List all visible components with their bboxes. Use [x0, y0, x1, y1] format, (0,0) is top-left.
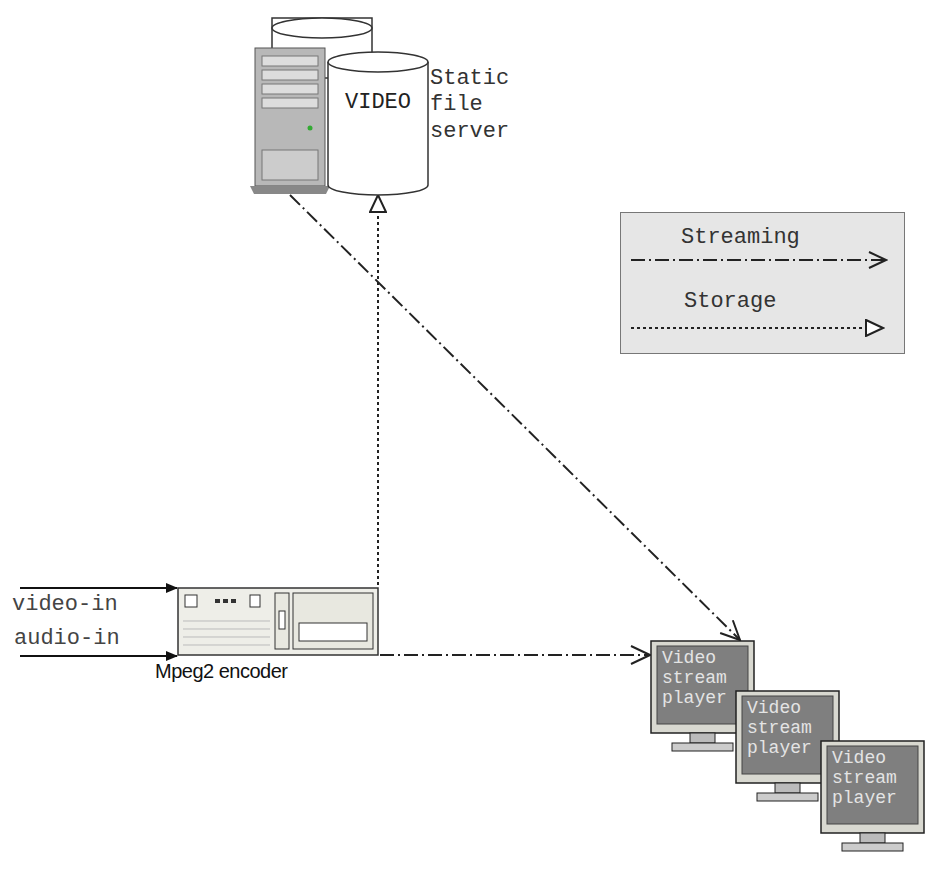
video-in-wire — [20, 587, 177, 589]
storage-label: VIDEO — [328, 90, 428, 115]
stream-player: Video stream player — [820, 740, 925, 852]
storage-sample — [631, 327, 883, 329]
file-server: VIDEOStatic file server — [250, 10, 565, 195]
encoder-device: Mpeg2 encoder — [175, 585, 380, 685]
storage-arrow — [377, 195, 379, 585]
signal-name: video-in — [12, 592, 118, 617]
screen-text: Video stream player — [832, 749, 918, 808]
streaming-sample — [631, 259, 886, 261]
legend-box: StreamingStorage — [620, 212, 905, 354]
legend-text: Streaming — [681, 225, 800, 250]
screen-text: Video stream player — [747, 699, 833, 758]
streaming-arrow — [380, 654, 650, 656]
server-name: Static file server — [430, 66, 530, 145]
streaming-arrow — [290, 195, 740, 640]
device-name: Mpeg2 encoder — [155, 660, 287, 683]
signal-name: audio-in — [14, 626, 120, 651]
audio-in-wire — [20, 655, 177, 657]
legend-text: Storage — [684, 289, 776, 314]
screen-text: Video stream player — [662, 649, 748, 708]
